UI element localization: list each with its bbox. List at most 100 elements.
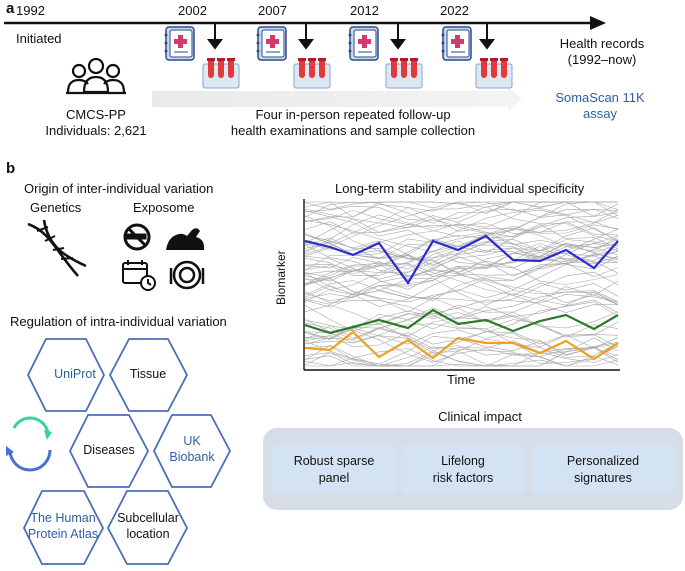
series-line-orange [304,330,619,361]
hexagon-uniprot [26,338,106,412]
tissue-label: Tissue [129,367,167,381]
hexagon-subcellular [106,490,189,565]
year-2007: 2007 [258,3,287,18]
ukbiobank-line1: UK [183,434,201,448]
background-trajectory [304,301,619,348]
series-line-green [304,308,619,335]
year-2022: 2022 [440,3,469,18]
assay-line1: SomaScan 11K [555,90,645,105]
health-records-line1: Health records [559,36,645,51]
impact-lifelong-line1: Lifelong [441,454,485,469]
people-icon [66,57,126,95]
sample-tubes-icon [293,58,331,89]
background-trajectory [304,203,619,238]
no-smoking-icon [123,223,151,251]
background-trajectory [304,330,619,367]
background-trajectory [304,304,619,367]
background-trajectory [304,205,619,242]
background-trajectory [304,214,619,261]
background-trajectory [304,237,619,313]
health-record-icon [164,26,195,61]
background-trajectory [304,201,618,224]
hexagon-ukbiobank [152,414,232,488]
impact-personalized-line1: Personalized [566,454,640,469]
hpa-line1: The Human [30,511,96,525]
hexagon-hpa [22,490,105,565]
series-line-blue [304,234,619,285]
year-2012: 2012 [350,3,379,18]
health-records-line2: (1992–now) [567,52,637,67]
impact-personalized-line2: signatures [574,470,632,485]
panel-b-label: b [6,160,16,177]
background-trajectory [304,228,619,286]
sample-tubes-icon [202,58,240,89]
followup-line1: Four in-person repeated follow-up [255,107,451,122]
background-trajectory [304,263,619,306]
background-trajectory [304,245,619,299]
background-trajectory [304,242,619,290]
background-trajectory [304,224,619,259]
impact-robust-line1: Robust sparse [293,454,375,469]
subcellular-line2: location [126,527,170,541]
timeline-arrowhead [590,16,606,30]
background-trajectory [304,347,619,367]
background-trajectory [304,278,619,323]
background-trajectory [304,331,619,367]
regulation-title: Regulation of intra-individual variation [10,314,227,329]
calendar-clock-icon [122,260,156,291]
sample-tubes-icon [475,58,513,89]
dna-icon [27,219,87,277]
hpa-line2: Protein Atlas [27,527,99,541]
followup-arrow [152,86,522,112]
diseases-label: Diseases [83,443,135,457]
background-trajectory [304,254,619,295]
background-trajectory [304,340,619,367]
subcellular-line1: Subcellular [117,511,179,525]
ukbiobank-line2: Biobank [169,450,215,464]
impact-title: Clinical impact [438,409,522,424]
origin-title: Origin of inter-individual variation [24,181,214,196]
followup-line2: health examinations and sample collectio… [230,123,476,138]
cycle-arrows-icon [6,416,52,472]
background-trajectory [304,227,619,302]
food-icon [169,260,205,290]
genetics-label: Genetics [30,200,82,215]
hexagon-diseases [68,414,150,488]
background-trajectory [304,218,619,256]
sample-tubes-icon [385,58,423,89]
initiated-label: Initiated [16,31,62,46]
year-2002: 2002 [178,3,207,18]
background-trajectory [304,326,619,357]
chart-xlabel: Time [447,372,476,387]
background-trajectory [304,345,619,367]
exposome-label: Exposome [133,200,195,215]
year-1992: 1992 [16,3,45,18]
background-trajectory [304,201,619,223]
muscle-arm-icon [166,228,204,250]
panel-a-label: a [6,0,15,17]
health-record-icon [348,26,379,61]
background-trajectory [304,291,619,358]
uniprot-label: UniProt [54,367,96,381]
stability-title: Long-term stability and individual speci… [335,181,585,196]
background-trajectory [304,271,619,303]
background-trajectory [304,203,619,236]
cohort-individuals: Individuals: 2,621 [45,123,147,138]
background-trajectory [304,263,619,297]
background-trajectory [304,201,619,251]
background-trajectory [304,244,619,285]
background-trajectory [304,220,619,262]
background-trajectory [304,239,619,275]
background-trajectory [304,201,618,225]
impact-robust-line2: panel [318,470,350,485]
health-record-icon [441,26,472,61]
background-trajectory [304,243,619,277]
cohort-name: CMCS-PP [66,107,126,122]
health-record-icon [256,26,287,61]
